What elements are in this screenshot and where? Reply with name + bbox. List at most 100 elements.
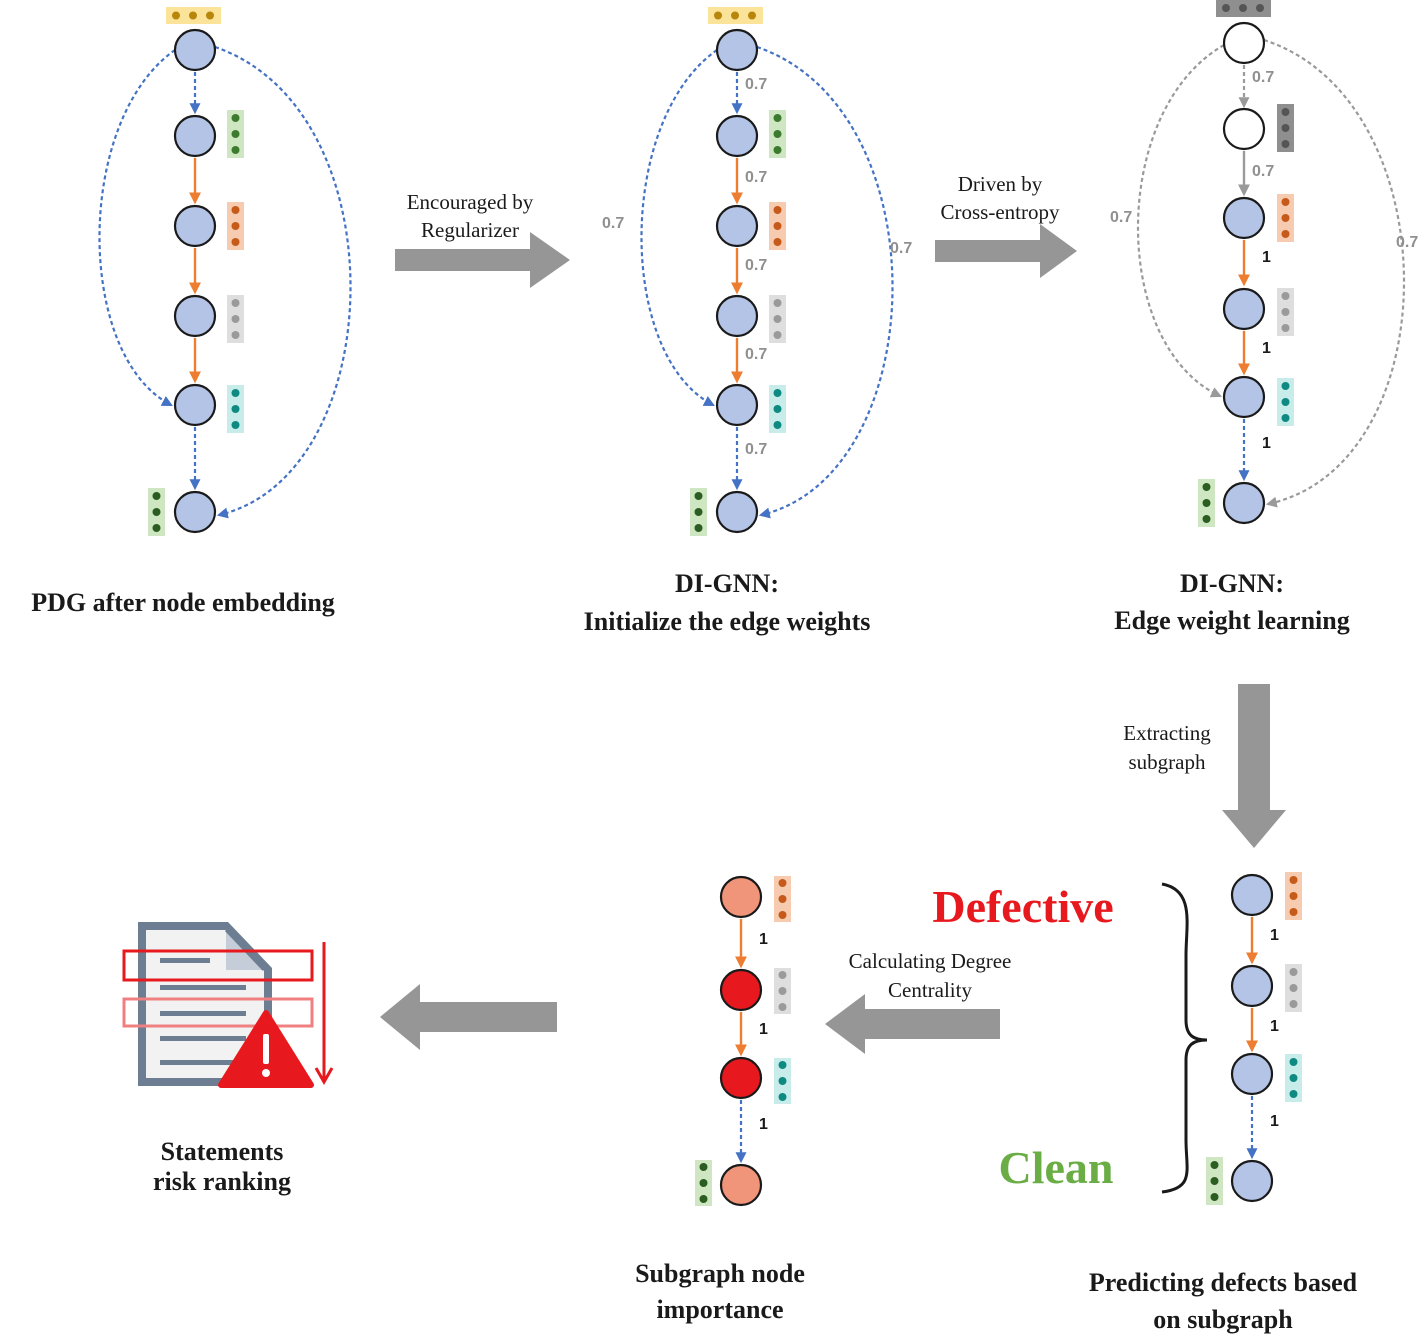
- edge-weight-label: 0.7: [1396, 234, 1418, 251]
- feature-vector-top-gray: [1216, 0, 1271, 17]
- node: [173, 114, 217, 158]
- caption-learn-1: DI-GNN:: [1180, 569, 1284, 598]
- node: [1230, 964, 1274, 1008]
- feature-vector-green: [769, 110, 786, 158]
- edge-weight-label: 0.7: [745, 76, 767, 93]
- feature-vector-orange: [1277, 194, 1294, 242]
- edge-weight-label: 0.7: [890, 240, 912, 257]
- caption-ranking-1: Statements: [161, 1137, 284, 1166]
- arrow-regularizer: Encouraged by Regularizer: [395, 190, 570, 288]
- note-degree-2: Centrality: [888, 978, 972, 1002]
- feature-vector-teal: [774, 1058, 791, 1104]
- node: [173, 28, 217, 72]
- ranking-arrow: [314, 942, 334, 1086]
- node: [715, 204, 759, 248]
- risk-highlight-high: [122, 949, 314, 982]
- node-importance-high: [719, 968, 763, 1012]
- node: [715, 114, 759, 158]
- document-icon: [138, 922, 272, 1086]
- edge-weight-label: 1: [1262, 435, 1271, 452]
- feature-vector-teal: [769, 385, 786, 433]
- edge-weight-label: 0.7: [1252, 69, 1274, 86]
- node-importance-high: [719, 1056, 763, 1100]
- note-degree-1: Calculating Degree: [849, 949, 1012, 973]
- caption-ranking-2: risk ranking: [153, 1167, 291, 1196]
- node: [1222, 287, 1266, 331]
- edge-weight-label: 0.7: [745, 257, 767, 274]
- edge-weight-label: 0.7: [745, 346, 767, 363]
- edge-weight-label: 0.7: [745, 441, 767, 458]
- caption-importance-2: importance: [656, 1295, 783, 1324]
- arrow-to-ranking: [380, 984, 557, 1050]
- feature-vector-gray: [227, 295, 244, 343]
- node-pruned: [1222, 107, 1266, 151]
- note-regularizer-2: Regularizer: [421, 218, 519, 242]
- feature-vector-darkgreen: [690, 488, 707, 536]
- panel-learn-weights: 0.7 0.7 0.7 0.7 1 1 1 DI-GNN: Edge weigh…: [1110, 0, 1418, 635]
- feature-vector-darkgreen: [1206, 1157, 1223, 1205]
- node: [715, 383, 759, 427]
- pruned-edge-right-loop: [1263, 38, 1406, 508]
- note-regularizer-1: Encouraged by: [407, 190, 534, 214]
- feature-vector-teal: [1285, 1054, 1302, 1102]
- pruned-edge-left-loop: [1136, 44, 1225, 398]
- feature-vector-orange: [769, 202, 786, 250]
- edge-weight-label: 0.7: [1110, 209, 1132, 226]
- node: [1230, 873, 1274, 917]
- node: [173, 294, 217, 338]
- feature-vector-orange: [1285, 872, 1302, 920]
- feature-vector-green: [227, 110, 244, 158]
- caption-init-1: DI-GNN:: [675, 569, 779, 598]
- warning-icon: [218, 1010, 314, 1088]
- edge-weight-label: 0.7: [745, 169, 767, 186]
- node: [715, 28, 759, 72]
- feature-vector-gray: [774, 968, 791, 1014]
- panel-init-weights: 0.7 0.7 0.7 0.7 0.7 0.7 0.7 DI-GNN: Init…: [584, 7, 912, 636]
- feature-vector-top: [166, 7, 221, 24]
- label-defective: Defective: [932, 881, 1113, 932]
- arrow-crossentropy: Driven by Cross-entropy: [935, 172, 1077, 278]
- note-extract-1: Extracting: [1123, 721, 1211, 745]
- label-clean: Clean: [999, 1142, 1114, 1193]
- note-crossentropy-2: Cross-entropy: [941, 200, 1060, 224]
- edge-weight-label: 1: [759, 1021, 768, 1038]
- caption-pdg: PDG after node embedding: [31, 588, 335, 617]
- node: [173, 204, 217, 248]
- edge-weight-label: 1: [1270, 927, 1279, 944]
- node: [715, 294, 759, 338]
- arrow-extract: Extracting subgraph: [1123, 684, 1286, 848]
- edge-weight-label: 1: [759, 1116, 768, 1133]
- control-edge-right-loop: [756, 45, 894, 519]
- note-crossentropy-1: Driven by: [958, 172, 1043, 196]
- edge-weight-label: 1: [1270, 1018, 1279, 1035]
- edge-weight-label: 1: [1262, 340, 1271, 357]
- control-edge-right-loop: [214, 45, 352, 519]
- feature-vector-teal: [227, 385, 244, 433]
- edge-weight-label: 1: [759, 931, 768, 948]
- feature-vector-gray-dark: [1277, 104, 1294, 152]
- panel-predict: Defective Clean 1 1 1 Predicting defects…: [932, 872, 1358, 1334]
- edge-weight-label: 0.7: [602, 215, 624, 232]
- node: [173, 383, 217, 427]
- node-pruned: [1222, 21, 1266, 65]
- caption-predict-1: Predicting defects based: [1089, 1268, 1358, 1297]
- caption-importance-1: Subgraph node: [635, 1259, 805, 1288]
- feature-vector-orange: [774, 876, 791, 922]
- node: [1222, 196, 1266, 240]
- note-extract-2: subgraph: [1129, 750, 1206, 774]
- node: [715, 490, 759, 534]
- panel-pdg: PDG after node embedding: [31, 7, 352, 617]
- node-importance-mid: [719, 875, 763, 919]
- feature-vector-teal: [1277, 378, 1294, 426]
- node: [1230, 1052, 1274, 1096]
- panel-risk-ranking: Statements risk ranking: [122, 922, 334, 1196]
- feature-vector-darkgreen: [148, 488, 165, 536]
- feature-vector-gray: [769, 295, 786, 343]
- feature-vector-gray: [1285, 964, 1302, 1012]
- risk-highlight-mid: [122, 997, 314, 1028]
- feature-vector-orange: [227, 202, 244, 250]
- arrow-degree-centrality: Calculating Degree Centrality: [825, 949, 1011, 1054]
- panel-importance: 1 1 1 Subgraph node importance: [635, 875, 805, 1324]
